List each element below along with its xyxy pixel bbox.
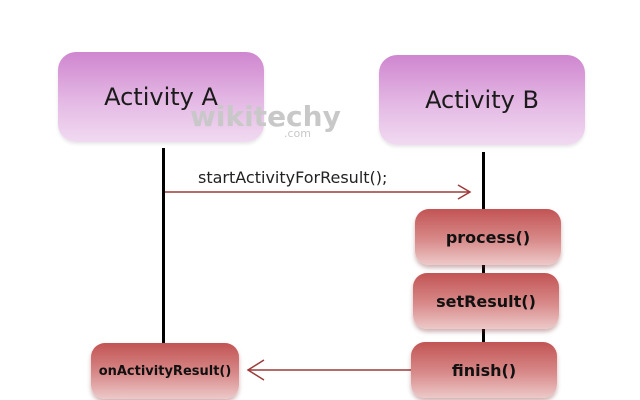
method-on-activity-result-label: onActivityResult() — [98, 363, 232, 379]
method-finish: finish() — [411, 342, 557, 398]
arrow-return-result — [246, 359, 412, 381]
actor-activity-a-label: Activity A — [104, 83, 218, 111]
method-set-result-label: setResult() — [436, 291, 536, 311]
actor-activity-a: Activity A — [58, 52, 264, 142]
actor-activity-b: Activity B — [379, 55, 585, 145]
message-start-label: startActivityForResult(); — [198, 168, 388, 187]
watermark-logo: wikitechy — [190, 100, 341, 133]
watermark-domain-text: .com — [284, 127, 311, 140]
actor-activity-b-label: Activity B — [425, 86, 539, 114]
arrow-start-activity-for-result — [165, 184, 472, 200]
watermark-brand: wikitechy — [190, 100, 341, 133]
method-on-activity-result: onActivityResult() — [91, 343, 239, 399]
method-process-label: process() — [445, 227, 531, 247]
method-set-result: setResult() — [413, 273, 559, 329]
message-start-activity-for-result: startActivityForResult(); — [198, 168, 387, 187]
method-finish-label: finish() — [451, 360, 517, 380]
watermark-domain: .com — [284, 127, 311, 140]
lifeline-activity-a — [162, 148, 165, 344]
method-process: process() — [415, 209, 561, 265]
